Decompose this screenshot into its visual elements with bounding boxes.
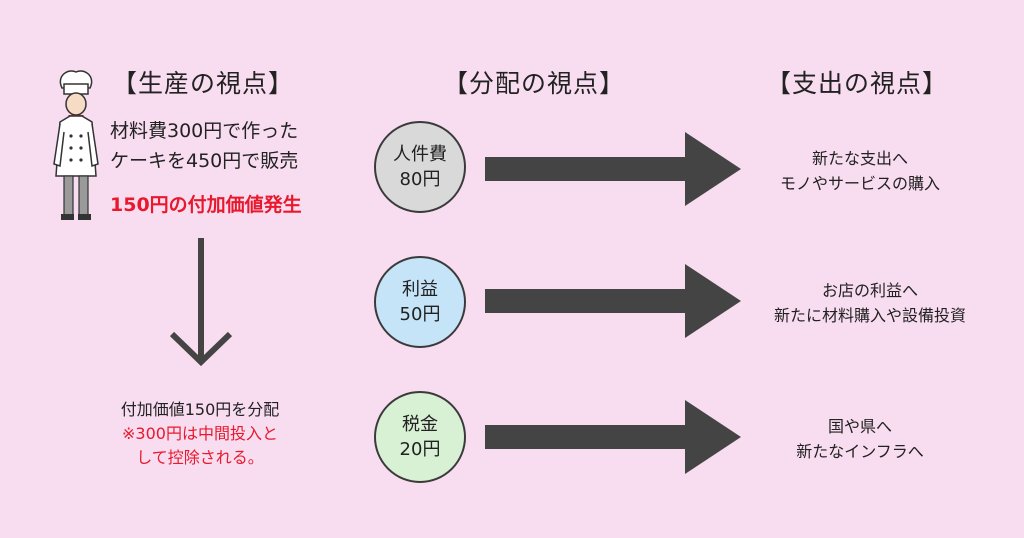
result-line-2: モノやサービスの購入	[779, 174, 940, 193]
result-tax: 国や県へ 新たなインフラへ	[740, 414, 980, 464]
circle-labor-cost: 人件費 80円	[374, 121, 466, 213]
distribution-note: 付加価値150円を分配 ※300円は中間投入と して控除される。	[80, 398, 320, 470]
right-arrow-icon	[485, 132, 741, 206]
distribution-note-line-3: して控除される。	[136, 448, 264, 467]
production-heading: 【生産の視点】	[112, 69, 295, 98]
chef-icon	[53, 70, 99, 220]
circle-amount: 50円	[399, 304, 441, 325]
circle-label: 利益	[402, 279, 438, 300]
circle-label: 税金	[402, 414, 438, 435]
result-line-1: お店の利益へ	[821, 281, 918, 300]
result-line-2: 新たなインフラへ	[796, 442, 924, 461]
circle-amount: 20円	[399, 439, 441, 460]
added-value-highlight: 150円の付加価値発生	[110, 194, 302, 216]
result-line-2: 新たに材料購入や設備投資	[773, 306, 966, 325]
production-line-2: ケーキを450円で販売	[110, 150, 299, 172]
distribution-note-line-1: 付加価値150円を分配	[120, 400, 280, 419]
right-arrow-icon	[485, 264, 741, 338]
result-profit: お店の利益へ 新たに材料購入や設備投資	[740, 278, 1000, 328]
result-line-1: 新たな支出へ	[811, 149, 908, 168]
circle-tax: 税金 20円	[374, 391, 466, 483]
circle-amount: 80円	[399, 169, 441, 190]
result-labor-cost: 新たな支出へ モノやサービスの購入	[740, 146, 980, 196]
right-arrow-icon	[485, 400, 741, 474]
circle-label: 人件費	[393, 144, 447, 165]
distribution-heading: 【分配の視点】	[443, 69, 626, 98]
result-line-1: 国や県へ	[827, 417, 892, 436]
circle-profit: 利益 50円	[374, 256, 466, 348]
distribution-note-line-2: ※300円は中間投入と	[122, 424, 278, 443]
expenditure-heading: 【支出の視点】	[766, 69, 949, 98]
production-line-1: 材料費300円で作った	[110, 120, 299, 142]
down-arrow-icon	[169, 238, 233, 367]
